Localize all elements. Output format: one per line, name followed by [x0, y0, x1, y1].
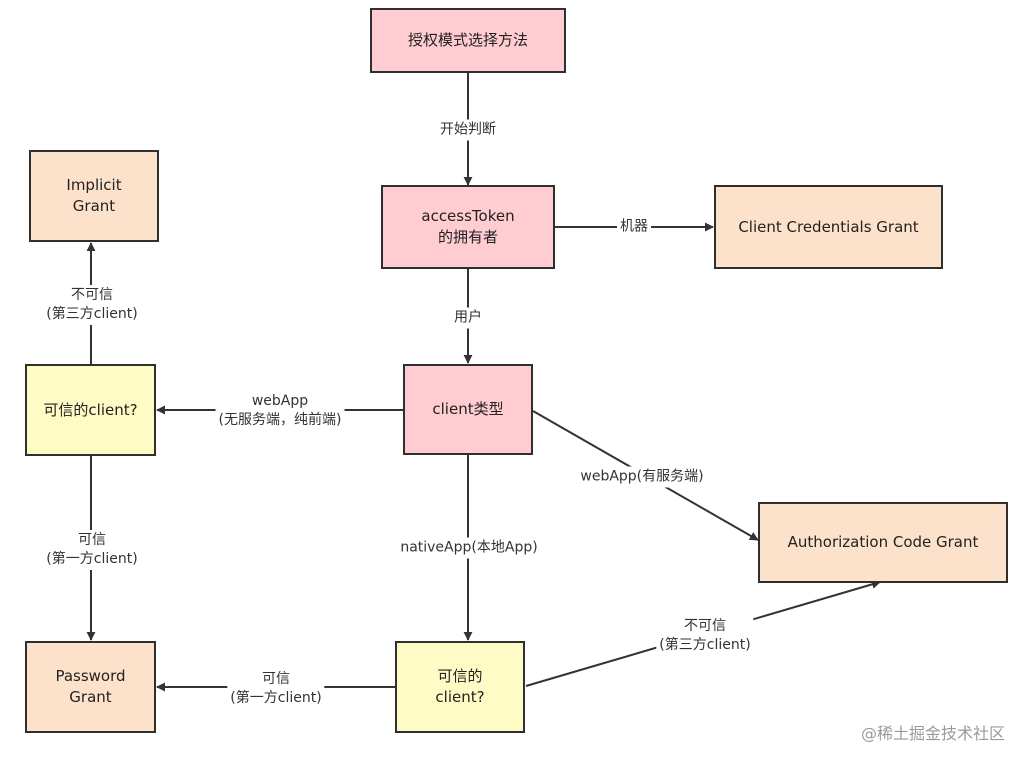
label-native-untrusted: 不可信 (第三方client) [656, 616, 754, 656]
label-user: 用户 [451, 307, 485, 329]
watermark: @稀土掘金技术社区 [860, 724, 1005, 743]
label-web-trusted: 可信 (第一方client) [43, 530, 141, 570]
node-trusted-web-client: 可信的client? [25, 364, 156, 456]
node-trusted-native-client: 可信的 client? [395, 641, 525, 733]
label-webapp-server: webApp(有服务端) [577, 466, 707, 488]
node-start: 授权模式选择方法 [370, 8, 566, 73]
node-implicit-grant: Implicit Grant [29, 150, 159, 242]
label-machine: 机器 [617, 216, 651, 238]
label-webapp-noserver: webApp (无服务端，纯前端) [215, 391, 345, 431]
node-client-credentials: Client Credentials Grant [714, 185, 943, 269]
label-web-untrusted: 不可信 (第三方client) [43, 285, 141, 325]
label-native-app: nativeApp(本地App) [397, 537, 541, 559]
label-native-trusted: 可信 (第一方client) [227, 669, 325, 709]
node-password-grant: Password Grant [25, 641, 156, 733]
node-owner: accessToken 的拥有者 [381, 185, 555, 269]
label-start-judge: 开始判断 [437, 119, 499, 141]
node-client-type: client类型 [403, 364, 533, 455]
node-authorization-code-grant: Authorization Code Grant [758, 502, 1008, 583]
